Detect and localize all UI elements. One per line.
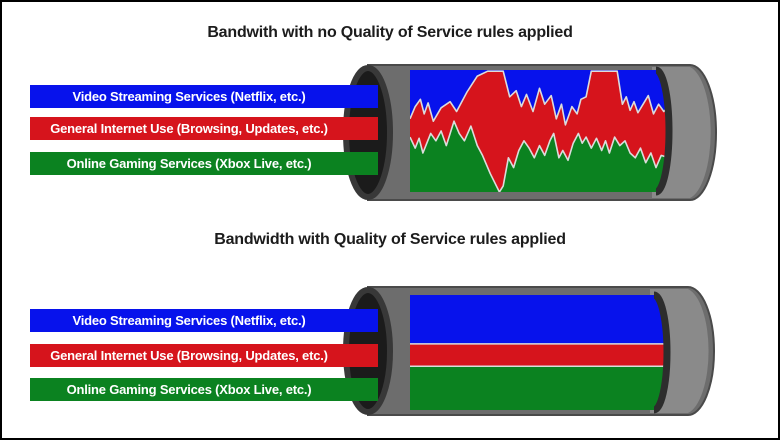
band-red <box>410 343 667 367</box>
pipe-graphic-qos <box>343 286 715 416</box>
label-video-streaming: Video Streaming Services (Netflix, etc.) <box>30 85 378 108</box>
label-video-streaming: Video Streaming Services (Netflix, etc.) <box>30 309 378 332</box>
band-blue <box>410 295 667 344</box>
no-qos-title: Bandwith with no Quality of Service rule… <box>207 24 573 41</box>
window-right-rim <box>653 291 671 414</box>
label-general-internet: General Internet Use (Browsing, Updates,… <box>30 344 378 367</box>
red-boundary-outline <box>410 70 669 126</box>
panel-qos: Bandwidth with Quality of Service rules … <box>2 222 778 438</box>
label-online-gaming: Online Gaming Services (Xbox Live, etc.) <box>30 152 378 175</box>
pipe-window-qos <box>410 295 667 410</box>
green-boundary-outline <box>410 120 669 192</box>
qos-title: Bandwidth with Quality of Service rules … <box>214 231 566 248</box>
label-general-internet: General Internet Use (Browsing, Updates,… <box>30 117 378 140</box>
label-online-gaming: Online Gaming Services (Xbox Live, etc.) <box>30 378 378 401</box>
pipe-window-no-qos <box>410 70 669 192</box>
window-right-rim <box>655 66 673 196</box>
band-green <box>410 366 667 410</box>
panel-no-qos: Bandwith with no Quality of Service rule… <box>2 2 778 222</box>
